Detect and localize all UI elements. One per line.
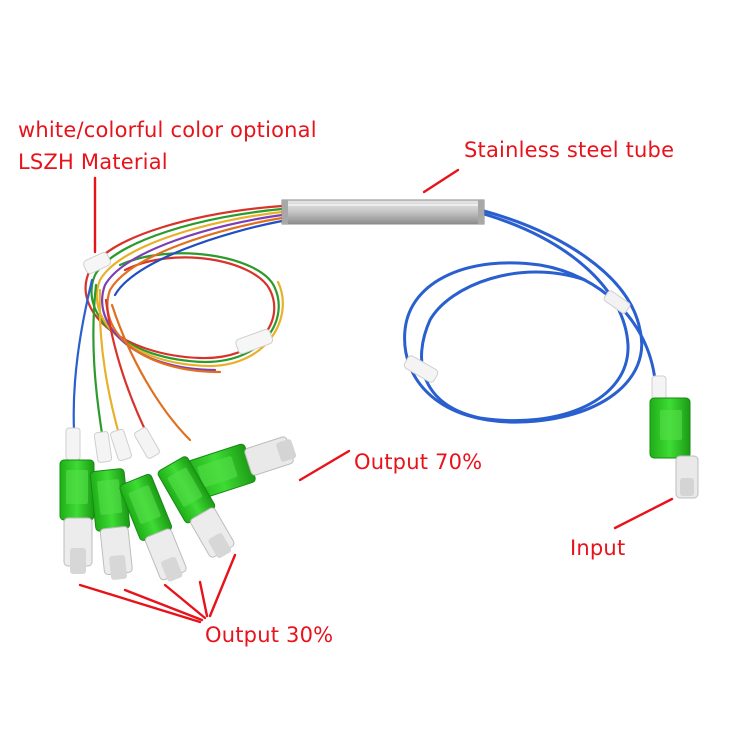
output-low-label: Output 30%: [205, 623, 334, 647]
tube-pointer: [422, 168, 460, 194]
steel-tube-icon: [281, 199, 485, 225]
output-low-pointer-3: [163, 583, 207, 620]
output-high-label: Output 70%: [354, 450, 483, 474]
output-low-pointer-1: [78, 583, 202, 624]
annotation-lines: [78, 168, 674, 624]
input-fiber: [403, 209, 657, 424]
fiber-sleeve-icon: [65, 251, 274, 463]
colored-fiber-bundle: [72, 204, 284, 442]
sc-apc-connector-icon: [157, 456, 235, 558]
output-low-pointer-2: [123, 588, 204, 622]
cable-note-line2: LSZH Material: [18, 150, 168, 174]
sc-apc-connector-icon: [89, 468, 133, 580]
output-low-pointer-4: [198, 580, 209, 618]
output-low-pointer-5: [208, 553, 237, 618]
sc-apc-connector-icon: [649, 375, 699, 499]
sc-apc-connector-icon: [183, 436, 297, 501]
cable-note-line1: white/colorful color optional: [18, 118, 317, 142]
sc-apc-connector-icon: [119, 473, 187, 582]
output-high-pointer: [298, 449, 351, 482]
input-label: Input: [570, 536, 626, 560]
fiber-sleeve-icon: [403, 290, 631, 383]
tube-label: Stainless steel tube: [464, 138, 675, 162]
input-pointer: [613, 497, 674, 530]
sc-apc-connector-icon: [59, 459, 95, 574]
